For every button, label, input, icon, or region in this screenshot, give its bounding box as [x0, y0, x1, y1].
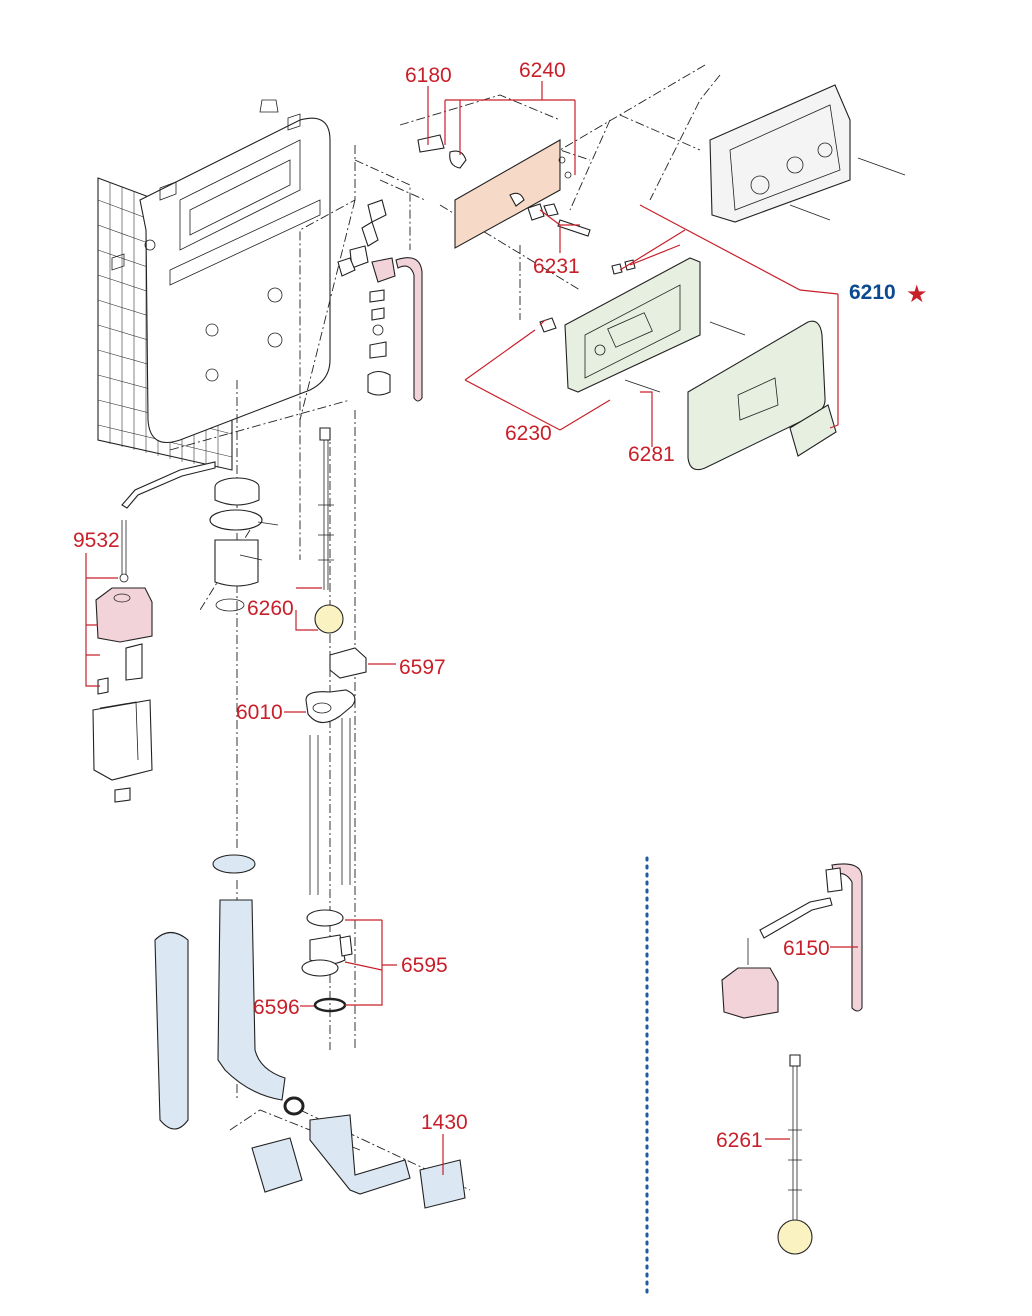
label-6240: 6240 — [519, 59, 566, 82]
label-6260: 6260 — [247, 597, 294, 620]
cover-plate-6210 — [687, 320, 837, 471]
inlet-valve-assembly — [337, 199, 423, 402]
top-right-housing — [709, 84, 906, 223]
label-1430: 1430 — [421, 1111, 468, 1134]
label-6597: 6597 — [399, 656, 446, 679]
label-6180: 6180 — [405, 64, 452, 87]
label-9532: 9532 — [73, 529, 120, 552]
part-labels: 6180 6240 6231 6210 ★ 6230 6281 9532 626… — [73, 59, 928, 1152]
valve-seat-6595 — [301, 909, 353, 1013]
label-6010: 6010 — [236, 701, 283, 724]
alt-float-valve-6150 — [721, 863, 863, 1019]
flush-valve — [209, 477, 279, 612]
label-6231: 6231 — [533, 255, 580, 278]
label-6261: 6261 — [716, 1129, 763, 1152]
flange-6010 — [305, 689, 356, 895]
label-6281: 6281 — [628, 443, 675, 466]
alt-float-rod-6261 — [777, 1054, 813, 1255]
label-6210: 6210 — [849, 281, 896, 304]
label-6230: 6230 — [505, 422, 552, 445]
highlight-star-icon: ★ — [906, 280, 928, 308]
bracket-6597 — [329, 647, 367, 679]
float-rod-6260 — [314, 427, 344, 634]
actuator-plate-6240 — [417, 134, 591, 249]
label-6596: 6596 — [253, 996, 300, 1019]
flush-pipes — [154, 854, 466, 1209]
frame-plate-6230 — [539, 257, 746, 393]
label-6595: 6595 — [401, 954, 448, 977]
leader-lines — [85, 81, 858, 1175]
float-valve-9532 — [92, 461, 216, 803]
cistern-frame — [97, 99, 331, 471]
label-6150: 6150 — [783, 937, 830, 960]
